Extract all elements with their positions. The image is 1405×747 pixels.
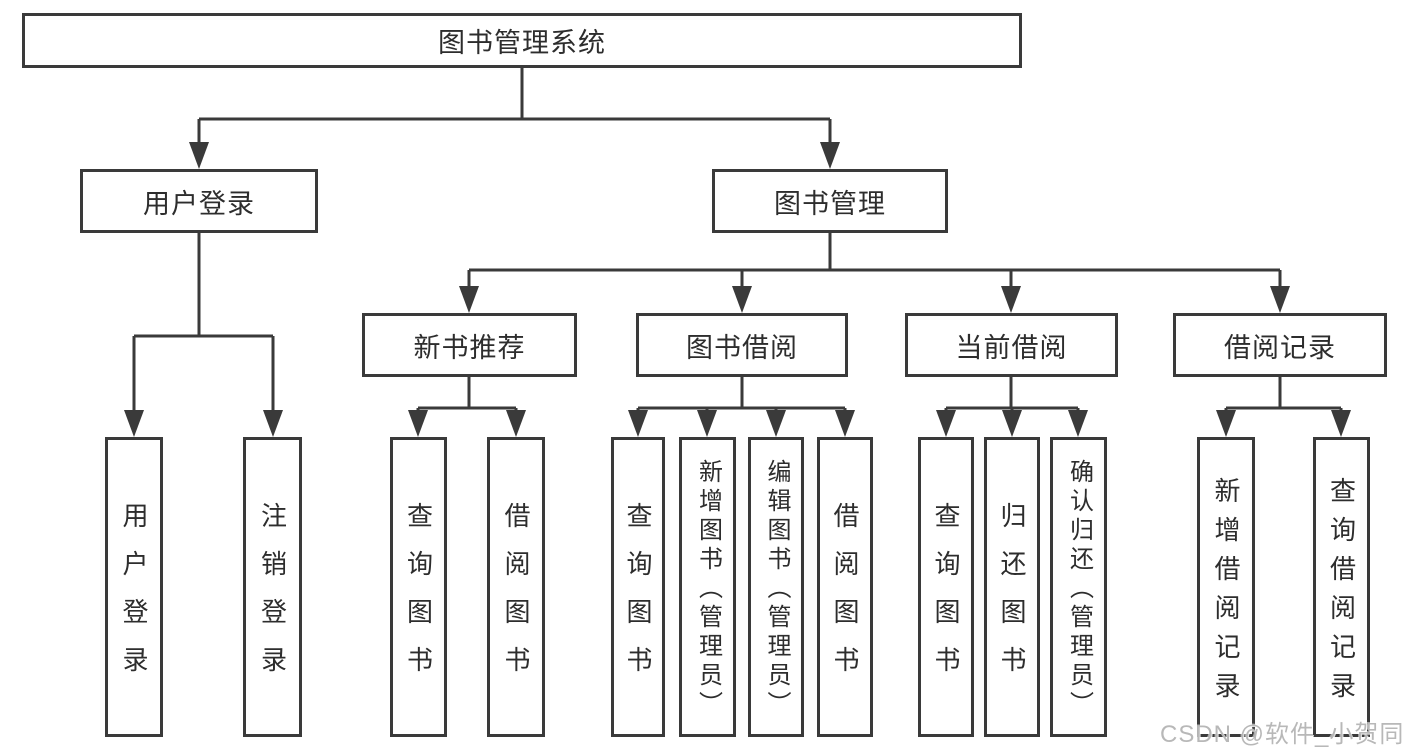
node-book-management: 图书管理 — [712, 169, 948, 233]
leaf-label: 新增图书（管理员） — [694, 459, 722, 720]
node-leaf-return-books: 归还图书 — [984, 437, 1040, 737]
node-leaf-add-books-admin: 新增图书（管理员） — [679, 437, 736, 737]
leaf-label: 用户登录 — [119, 502, 149, 694]
node-leaf-confirm-return-admin: 确认归还（管理员） — [1050, 437, 1107, 737]
leaf-label: 归还图书 — [997, 502, 1027, 694]
node-leaf-query-books-current: 查询图书 — [918, 437, 974, 737]
node-leaf-query-books-borrow: 查询图书 — [611, 437, 665, 737]
leaf-label: 编辑图书（管理员） — [763, 459, 790, 720]
csdn-watermark: CSDN @软件_小贺同学 — [1160, 721, 1405, 747]
node-new-book-recommend: 新书推荐 — [362, 313, 577, 377]
node-system-root: 图书管理系统 — [22, 13, 1022, 68]
node-borrow-records: 借阅记录 — [1173, 313, 1387, 377]
leaf-label: 借阅图书 — [830, 502, 860, 694]
node-leaf-query-books-recommend: 查询图书 — [390, 437, 447, 737]
node-leaf-add-borrow-record: 新增借阅记录 — [1197, 437, 1255, 737]
leaf-label: 借阅图书 — [501, 502, 531, 694]
leaf-label: 查询图书 — [623, 502, 653, 694]
leaf-label: 注销登录 — [257, 502, 288, 694]
node-leaf-borrow-books-recommend: 借阅图书 — [487, 437, 545, 737]
node-leaf-logout: 注销登录 — [243, 437, 302, 737]
leaf-label: 查询借阅记录 — [1326, 476, 1357, 711]
leaf-label: 确认归还（管理员） — [1065, 459, 1093, 720]
node-leaf-user-login: 用户登录 — [105, 437, 163, 737]
node-leaf-query-borrow-record: 查询借阅记录 — [1313, 437, 1370, 737]
leaf-label: 查询图书 — [931, 502, 961, 694]
leaf-label: 新增借阅记录 — [1211, 476, 1241, 711]
node-leaf-borrow-books: 借阅图书 — [817, 437, 873, 737]
node-user-login: 用户登录 — [80, 169, 318, 233]
leaf-label: 查询图书 — [403, 502, 434, 694]
node-current-borrow: 当前借阅 — [905, 313, 1118, 377]
node-book-borrow: 图书借阅 — [636, 313, 848, 377]
node-leaf-edit-books-admin: 编辑图书（管理员） — [748, 437, 804, 737]
